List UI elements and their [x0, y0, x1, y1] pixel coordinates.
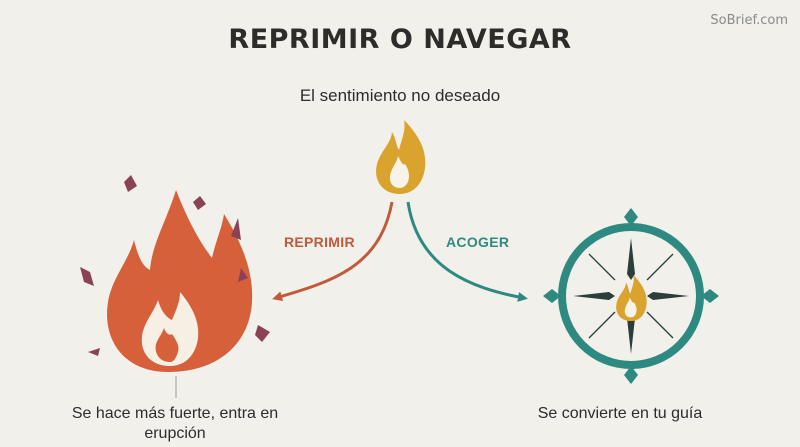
compass-icon	[543, 208, 719, 384]
watermark: SoBrief.com	[710, 13, 788, 28]
eruption-fire-icon	[80, 175, 270, 372]
source-feeling-label: El sentimiento no deseado	[299, 86, 501, 105]
reprimir-label: REPRIMIR	[284, 234, 355, 250]
right-caption: Se convierte en tu guía	[537, 405, 703, 422]
acoger-label: ACOGER	[446, 234, 510, 250]
reprimir-arrow	[272, 201, 394, 302]
diagram-title: REPRIMIR O NAVEGAR	[228, 24, 572, 55]
spark-marks	[80, 175, 270, 356]
flame-icon	[376, 120, 426, 194]
acoger-arrow	[406, 201, 528, 302]
left-caption: Se hace más fuerte, entra en erupción	[71, 405, 279, 442]
